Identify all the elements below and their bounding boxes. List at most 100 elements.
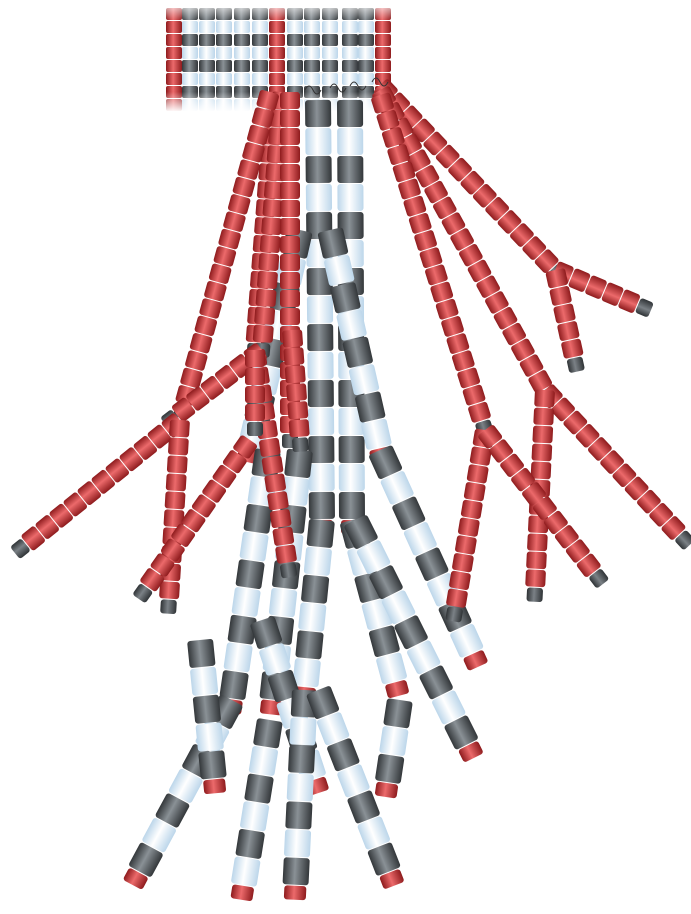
bead <box>288 745 315 773</box>
bead <box>272 526 294 546</box>
bead <box>283 857 310 885</box>
bead <box>166 473 187 491</box>
bead <box>533 407 554 425</box>
bead <box>531 461 552 479</box>
bead <box>258 253 279 271</box>
strand-cap <box>280 562 298 578</box>
bead <box>269 588 298 618</box>
bead-strands <box>9 78 691 902</box>
bead <box>525 569 546 587</box>
bead <box>534 390 555 408</box>
bead <box>280 110 300 127</box>
bead <box>261 455 283 475</box>
bead <box>308 408 334 435</box>
bead <box>337 184 363 211</box>
red-bead-strand <box>9 412 187 561</box>
bead <box>283 347 304 365</box>
bead <box>557 321 580 342</box>
bead <box>254 307 275 325</box>
bead <box>285 801 312 829</box>
bead <box>289 717 316 745</box>
bead <box>280 218 300 235</box>
bead <box>280 92 300 109</box>
striped-bead-strand <box>373 698 413 799</box>
bead <box>284 449 313 479</box>
strand-cap <box>566 356 585 373</box>
bead <box>168 437 189 455</box>
bead <box>257 271 278 289</box>
bead <box>466 464 489 484</box>
bead <box>375 753 405 784</box>
bead <box>280 272 300 289</box>
bead <box>449 570 472 590</box>
bead <box>287 773 314 801</box>
bead <box>292 658 321 687</box>
bead <box>245 350 265 367</box>
strand-cap <box>203 778 226 794</box>
bead <box>305 128 331 155</box>
bead <box>248 746 278 777</box>
bead <box>337 128 363 155</box>
bead <box>339 492 365 519</box>
bead <box>195 722 224 751</box>
bead <box>243 504 273 534</box>
bead <box>306 519 335 548</box>
bead <box>285 365 306 383</box>
bead <box>235 829 265 860</box>
bead <box>379 726 409 757</box>
bead <box>231 587 261 617</box>
bead <box>295 630 324 659</box>
bead <box>269 509 291 529</box>
bead <box>455 535 478 555</box>
bead <box>545 268 568 289</box>
bead <box>308 464 334 491</box>
striped-bead-strand <box>228 718 282 902</box>
bead <box>452 553 475 573</box>
bead <box>167 455 188 473</box>
bead <box>280 200 300 217</box>
bead <box>306 156 332 183</box>
bead <box>255 289 276 307</box>
bead <box>280 164 300 181</box>
bead <box>240 801 270 832</box>
bead <box>284 829 311 857</box>
bead <box>280 182 300 199</box>
bead <box>275 544 297 564</box>
bead <box>309 492 335 519</box>
bead <box>446 588 469 608</box>
strand-cap <box>247 422 263 436</box>
bead <box>280 254 300 271</box>
bead <box>187 639 216 668</box>
bead <box>231 856 261 887</box>
bead <box>376 652 408 685</box>
bead <box>169 419 190 437</box>
bead <box>280 290 300 307</box>
bead <box>245 368 265 385</box>
bead <box>253 325 274 343</box>
bead <box>461 499 484 519</box>
bead <box>245 386 265 403</box>
bead <box>339 436 365 463</box>
bead <box>239 531 269 561</box>
bead <box>267 491 289 511</box>
strand-cap <box>160 599 177 614</box>
bead <box>287 401 308 419</box>
bead <box>198 750 227 779</box>
bead <box>463 482 486 502</box>
bead <box>308 380 334 407</box>
bead <box>260 235 281 253</box>
bead <box>307 324 333 351</box>
strand-cap <box>230 884 254 901</box>
bead <box>280 308 300 325</box>
bead <box>282 329 303 347</box>
strand-cap <box>292 437 309 452</box>
bead <box>190 667 219 696</box>
bead <box>553 303 576 324</box>
bead <box>561 338 584 359</box>
bead <box>235 559 265 589</box>
bead <box>259 437 281 457</box>
bead <box>159 581 180 599</box>
strand-cap <box>445 606 463 622</box>
bead <box>280 146 300 163</box>
